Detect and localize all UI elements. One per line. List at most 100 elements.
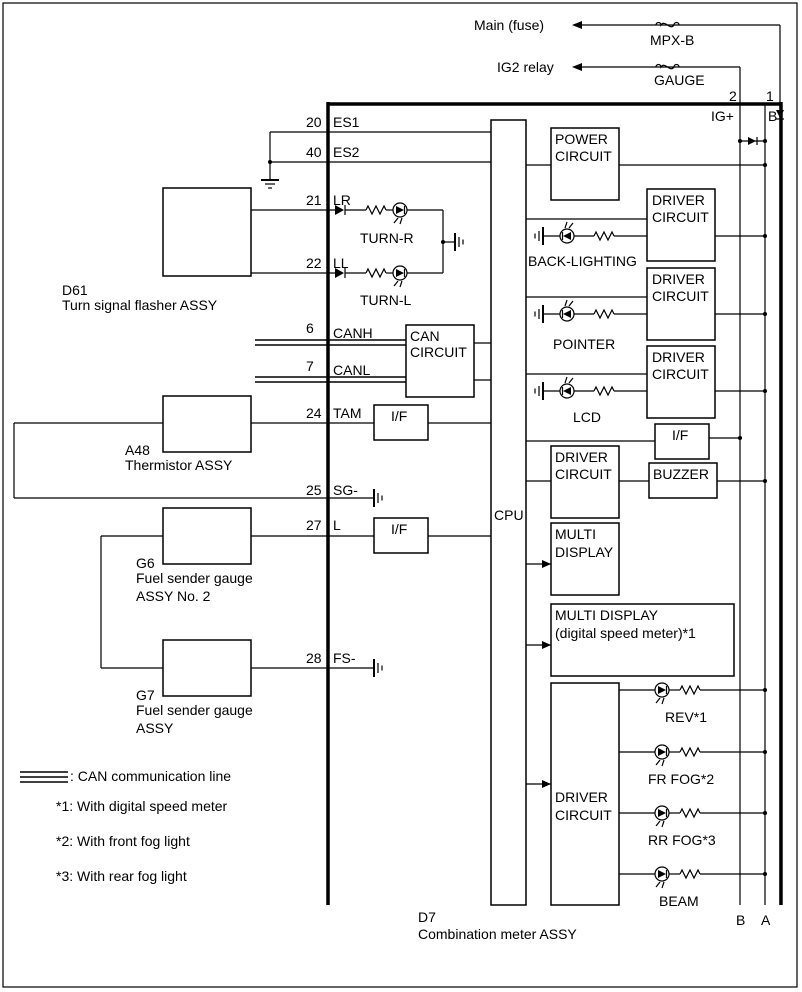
ground-icon: [534, 226, 544, 246]
pin-name: ES2: [333, 144, 360, 160]
rr-fog-label: RR FOG*3: [648, 832, 716, 848]
driver-circuit-label: CIRCUIT: [555, 807, 612, 823]
turn-r-led-icon: [392, 202, 408, 225]
ground-icon: [373, 488, 383, 508]
power-circuit-label: CIRCUIT: [555, 148, 612, 164]
pin-number: 22: [306, 255, 322, 271]
fr-fog-label: FR FOG*2: [648, 771, 714, 787]
pin-number: 27: [306, 517, 322, 533]
pin-number: 40: [306, 144, 322, 160]
gauge-fuse-label: GAUGE: [654, 72, 705, 88]
pin-number: 21: [306, 192, 322, 208]
mpx-b-label: MPX-B: [650, 32, 694, 48]
pin-2-label: 2: [729, 88, 737, 104]
fuel-sender-no2-code: G6: [136, 555, 155, 571]
legend: : CAN communication line *1: With digita…: [20, 768, 231, 884]
power-circuit-label: POWER: [555, 131, 608, 147]
cpu-block: [490, 119, 527, 906]
rr-fog-led-icon: [654, 805, 670, 828]
main-fuse-label: Main (fuse): [474, 17, 544, 33]
ground-icon: [534, 381, 544, 401]
thermistor-block: [162, 395, 252, 453]
driver-circuit-label: DRIVER: [652, 271, 705, 287]
multi-display-label: MULTI: [555, 526, 596, 542]
driver-circuit-label: CIRCUIT: [652, 288, 709, 304]
can-circuit-label: CAN: [410, 328, 440, 344]
pointer-driver: DRIVER CIRCUIT POINTER: [526, 267, 767, 352]
thermistor-code: A48: [125, 442, 150, 458]
pin-number: 20: [306, 114, 322, 130]
flasher-name: Turn signal flasher ASSY: [62, 297, 218, 313]
pin-number: 24: [306, 405, 322, 421]
rev-led-icon: [654, 682, 670, 705]
fuel-sender-no2-name: Fuel sender gauge: [136, 570, 253, 586]
pin-number: 7: [306, 358, 314, 374]
ground-icon: [534, 304, 544, 324]
back-lighting-led-icon: [559, 221, 575, 244]
pin-name: TAM: [333, 405, 362, 421]
meter-code: D7: [418, 909, 436, 925]
fuel-sender-block: [162, 639, 252, 697]
driver-circuit-label: DRIVER: [555, 449, 608, 465]
pin-name: LR: [333, 192, 351, 208]
pointer-label: POINTER: [553, 336, 615, 352]
pin-number: 6: [306, 320, 314, 336]
turn-r-label: TURN-R: [360, 230, 414, 246]
turn-l-led-icon: [392, 265, 408, 288]
fuel-sender-no2-name: ASSY No. 2: [136, 588, 211, 604]
can-legend-label: : CAN communication line: [70, 768, 231, 784]
turn-l-label: TURN-L: [360, 292, 412, 308]
pin-name: CANH: [333, 325, 373, 341]
rev-label: REV*1: [665, 709, 707, 725]
driver-circuit-label: CIRCUIT: [555, 466, 612, 482]
digital-display-label: (digital speed meter)*1: [555, 625, 696, 641]
fuel-sender-no2-block: [162, 507, 252, 565]
ig2-relay-label: IG2 relay: [497, 59, 554, 75]
pin-number: 25: [306, 482, 322, 498]
pin-number: 28: [306, 650, 322, 666]
pin-1-label: 1: [766, 88, 774, 104]
thermistor-circuit: [13, 422, 491, 508]
interface-label: I/F: [672, 427, 688, 443]
footnote: *1: With digital speed meter: [56, 798, 228, 814]
beam-led-icon: [654, 866, 670, 889]
indicator-lamps: REV*1 FR FOG*2 RR FOG*3 BEAM: [619, 682, 767, 909]
fuel-sender-name: ASSY: [136, 720, 174, 736]
pin-name: LL: [333, 255, 349, 271]
ground-icon: [454, 232, 464, 252]
driver-circuit-block: [646, 267, 716, 341]
driver-circuit-label: DRIVER: [652, 192, 705, 208]
turn-signal-flasher-block: [162, 187, 252, 277]
buzzer-driver-circuit-block: [550, 445, 620, 519]
meter-name: Combination meter ASSY: [418, 926, 577, 942]
fuel-sender-name: Fuel sender gauge: [136, 702, 253, 718]
pin-name: FS-: [333, 650, 356, 666]
ig-plus-label: IG+: [711, 108, 734, 124]
footnote: *3: With rear fog light: [56, 868, 187, 884]
b-terminal-label: B: [736, 912, 745, 928]
pin-name: ES1: [333, 114, 360, 130]
back-lighting-driver: DRIVER CIRCUIT BACK-LIGHTING: [526, 188, 767, 269]
digital-display-label: MULTI DISPLAY: [555, 607, 659, 623]
cpu-label: CPU: [494, 507, 524, 523]
driver-circuit-label: CIRCUIT: [652, 366, 709, 382]
back-lighting-label: BACK-LIGHTING: [528, 253, 637, 269]
fr-fog-led-icon: [654, 744, 670, 767]
interface-label: I/F: [391, 408, 407, 424]
ground-icon: [373, 658, 383, 678]
multi-display-label: DISPLAY: [555, 544, 614, 560]
flasher-code: D61: [62, 282, 88, 298]
digital-speed-meter-display-block: [550, 603, 735, 677]
b-diode-label: B: [768, 108, 777, 124]
fuel-sender-circuit: [100, 535, 491, 678]
turn-signal-circuit: TURN-R TURN-L: [251, 202, 464, 308]
can-bus-lines: [255, 339, 491, 383]
interface-block: [373, 404, 429, 441]
thermistor-name: Thermistor ASSY: [125, 457, 233, 473]
pin-name: SG-: [333, 482, 358, 498]
driver-circuit-label: CIRCUIT: [652, 209, 709, 225]
can-circuit-label: CIRCUIT: [410, 344, 467, 360]
